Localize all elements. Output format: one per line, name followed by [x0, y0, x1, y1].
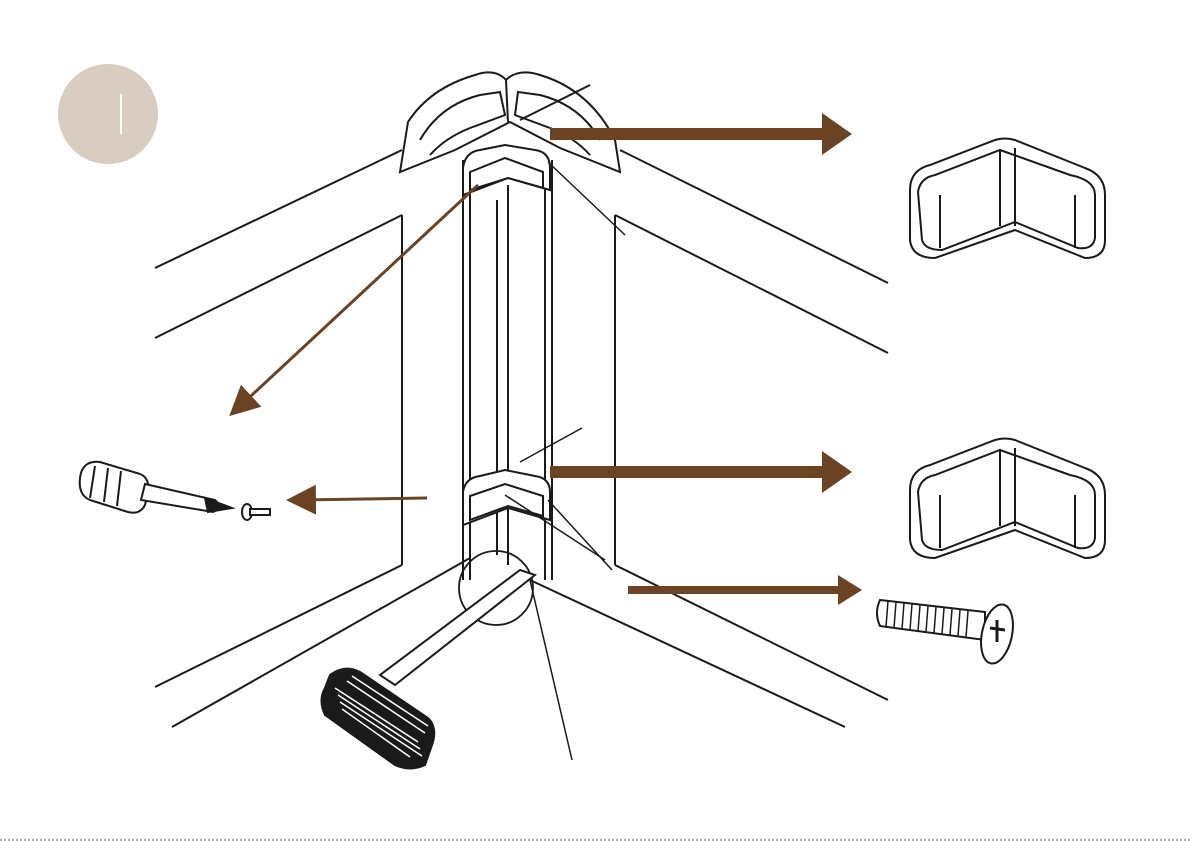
arrow-to-screwdriver — [238, 185, 478, 408]
lower-clamp — [463, 470, 550, 525]
arrow-remove-screw — [298, 498, 427, 500]
leader-lines — [505, 162, 625, 760]
corner-guard-icon-top — [910, 139, 1105, 259]
arrow-to-bottom-cap — [550, 451, 852, 493]
corner-guard-icon-bottom — [910, 439, 1105, 559]
phillips-screw-icon — [877, 600, 1018, 666]
screwdriver-icon — [80, 462, 232, 513]
instruction-arrows — [550, 113, 862, 605]
small-screw-icon — [242, 504, 270, 520]
step-badge — [58, 64, 158, 164]
step-badge-circle — [58, 64, 158, 164]
foot-pedal-icon — [322, 570, 536, 769]
gate-panels — [155, 150, 888, 727]
arrow-to-screw — [628, 575, 862, 605]
